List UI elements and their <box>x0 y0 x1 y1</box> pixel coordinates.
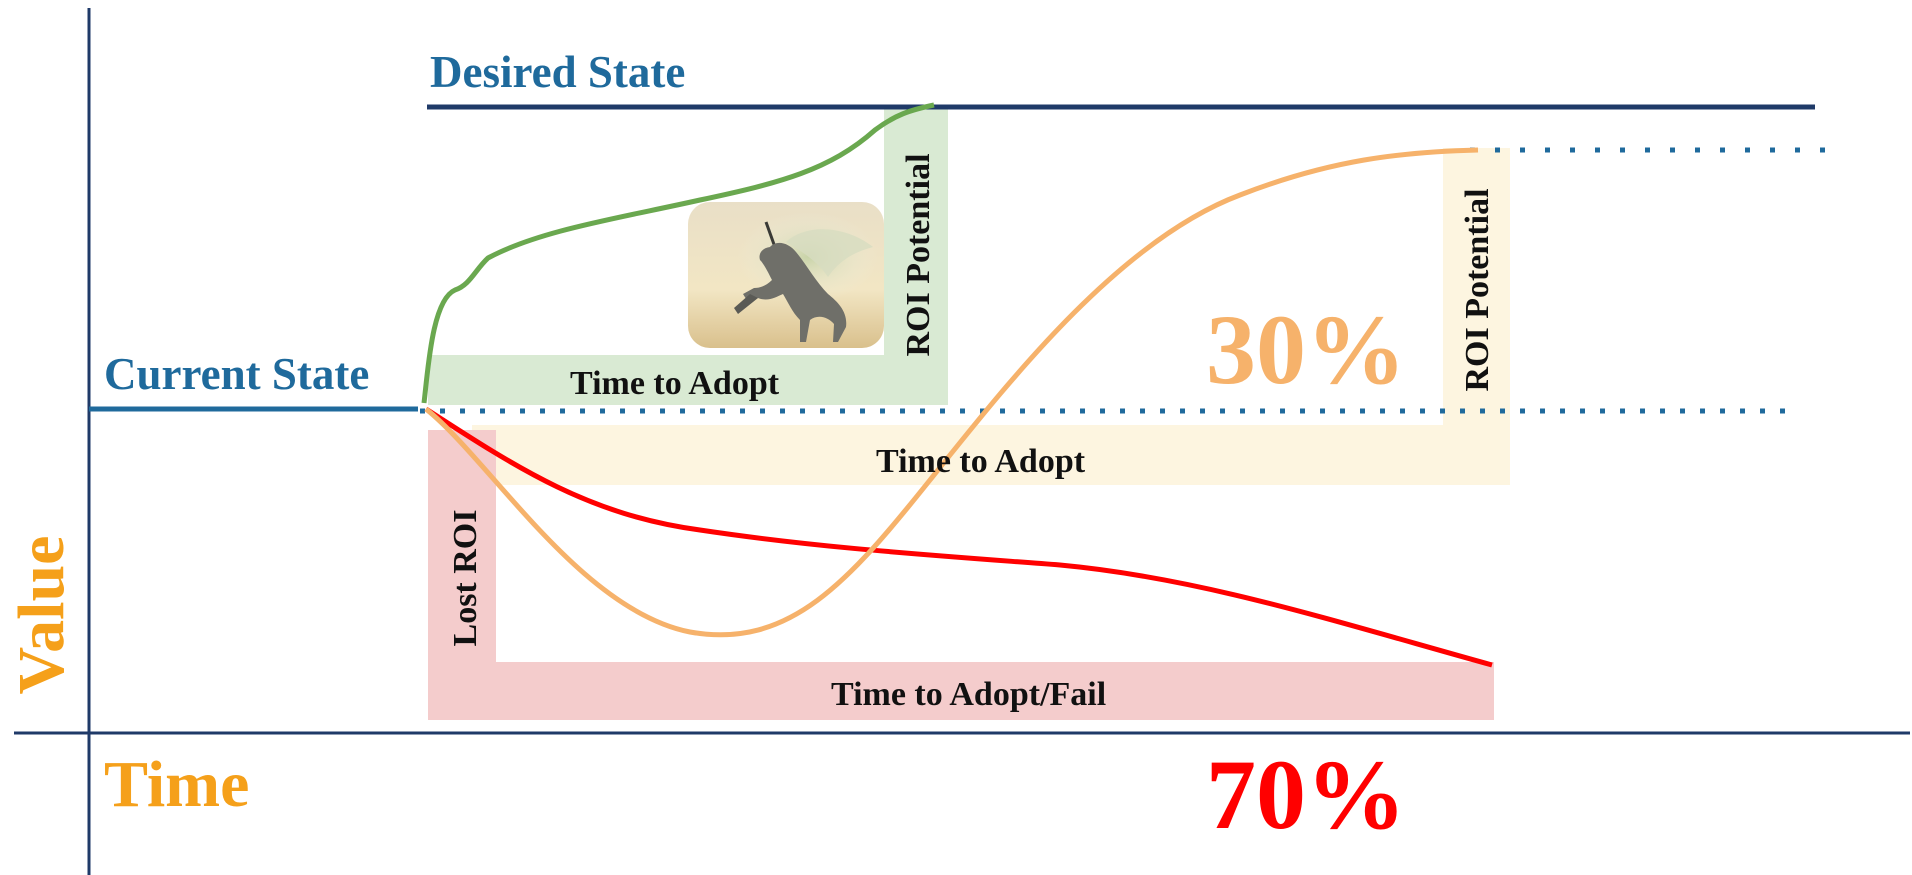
fast-time-to-adopt-label: Time to Adopt <box>570 365 780 402</box>
fast-roi-potential-bar <box>884 105 948 405</box>
fast-roi-potential-label: ROI Potential <box>900 153 937 357</box>
slow-adoption-curve <box>424 147 1479 638</box>
current-state-label: Current State <box>104 349 370 399</box>
value-axis-label: Value <box>5 535 78 695</box>
slow-roi-potential-label: ROI Potential <box>1459 188 1496 392</box>
fail-curve <box>424 406 1493 668</box>
fail-lost-roi-label: Lost ROI <box>447 509 484 647</box>
slow-time-to-adopt-bar <box>472 425 1510 485</box>
unicorn-image <box>688 202 884 348</box>
time-axis-label: Time <box>104 748 250 821</box>
desired-state-label: Desired State <box>430 47 686 97</box>
slow-roi-potential-bar <box>1443 148 1510 485</box>
failure-percentage: 70% <box>1206 739 1406 850</box>
slow-time-to-adopt-label: Time to Adopt <box>876 443 1086 480</box>
success-percentage: 30% <box>1206 294 1406 405</box>
fail-time-to-adopt-label: Time to Adopt/Fail <box>831 676 1107 713</box>
fast-adoption-curve <box>421 102 935 404</box>
fail-lost-roi-bar <box>428 430 496 720</box>
unicorn-icon <box>688 202 884 348</box>
fast-time-to-adopt-bar <box>428 355 948 405</box>
fail-time-to-adopt-bar <box>428 662 1494 720</box>
